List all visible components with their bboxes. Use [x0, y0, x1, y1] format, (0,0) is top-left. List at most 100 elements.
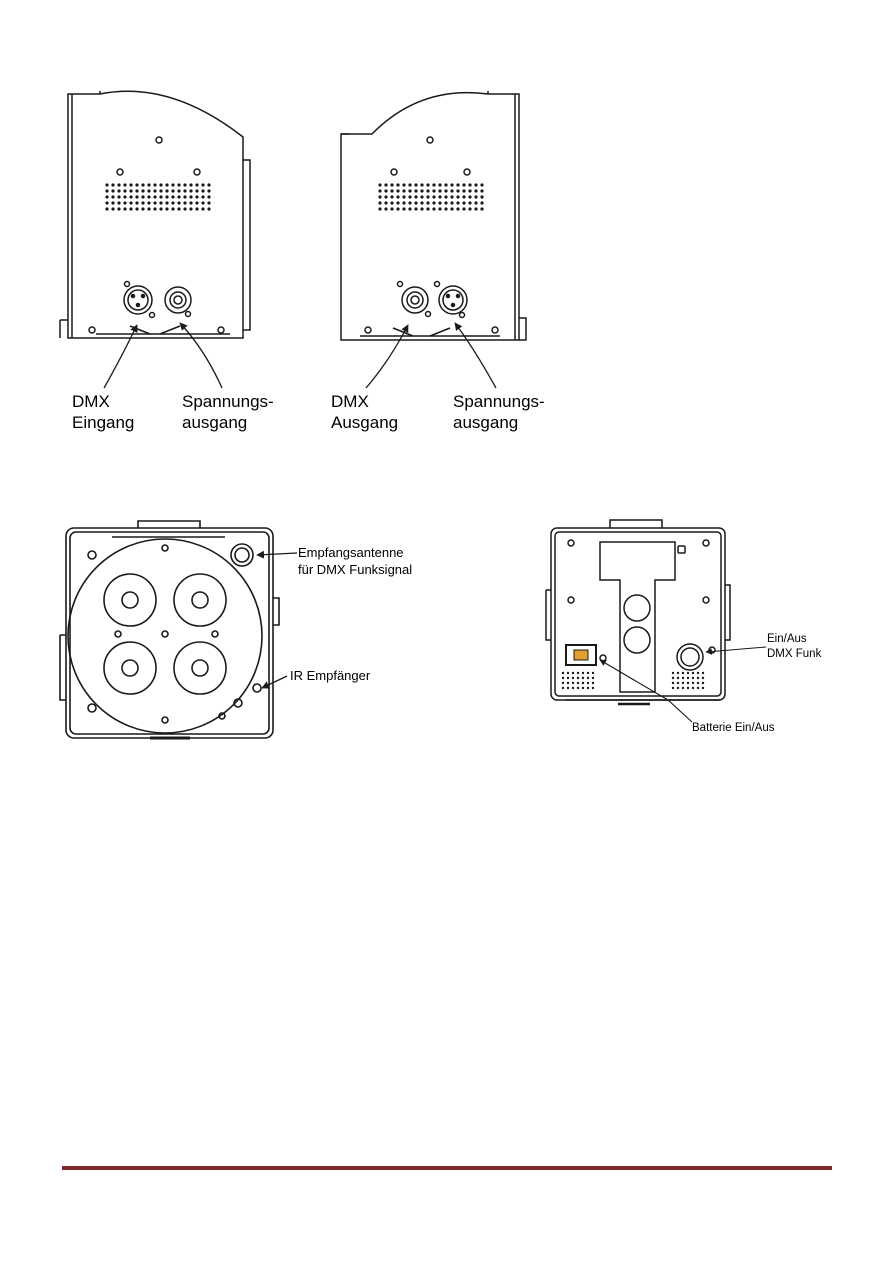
vent-hole: [159, 195, 163, 199]
vent-hole: [384, 207, 388, 211]
vent-hole: [462, 207, 466, 211]
vent-hole: [147, 201, 151, 205]
vent-hole: [129, 195, 133, 199]
vent-hole: [129, 207, 133, 211]
vent-hole: [408, 207, 412, 211]
vent-hole: [456, 189, 460, 193]
vent-hole: [468, 201, 472, 205]
vent-hole: [177, 195, 181, 199]
vent-hole: [147, 183, 151, 187]
vent-hole: [676, 681, 680, 685]
label-ir-receiver: IR Empfänger: [290, 668, 371, 683]
vent-hole: [123, 207, 127, 211]
vent-hole: [384, 183, 388, 187]
vent-hole: [153, 207, 157, 211]
vent-hole: [402, 195, 406, 199]
vent-hole: [117, 183, 121, 187]
vent-hole: [691, 676, 695, 680]
vent-hole: [408, 195, 412, 199]
vent-hole: [581, 671, 585, 675]
label-antenna-line2: für DMX Funksignal: [298, 562, 413, 577]
vent-hole: [474, 183, 478, 187]
vent-hole: [390, 183, 394, 187]
vent-hole: [177, 201, 181, 205]
vent-hole: [591, 671, 595, 675]
label-power-out-right-line2: ausgang: [453, 413, 519, 432]
vent-hole: [135, 195, 139, 199]
vent-hole: [571, 681, 575, 685]
vent-hole: [450, 207, 454, 211]
vent-hole: [571, 686, 575, 690]
vent-hole: [378, 195, 382, 199]
vent-hole: [396, 201, 400, 205]
footer-rule: [62, 1166, 832, 1170]
vent-hole: [183, 189, 187, 193]
vent-hole: [390, 201, 394, 205]
label-dmx-wireless-switch-line1: Ein/Aus: [767, 633, 807, 645]
vent-hole: [207, 207, 211, 211]
vent-hole: [474, 195, 478, 199]
label-dmx-in-line2: Eingang: [72, 413, 135, 432]
vent-hole: [183, 201, 187, 205]
vent-hole: [432, 189, 436, 193]
vent-hole: [390, 195, 394, 199]
vent-hole: [129, 183, 133, 187]
vent-hole: [207, 183, 211, 187]
vent-hole: [402, 189, 406, 193]
vent-hole: [195, 195, 199, 199]
label-dmx-in-line1: DMX: [72, 392, 110, 411]
vent-hole: [147, 195, 151, 199]
vent-hole: [207, 201, 211, 205]
vent-hole: [444, 189, 448, 193]
vent-hole: [159, 183, 163, 187]
vent-hole: [171, 195, 175, 199]
vent-hole: [591, 686, 595, 690]
side-view-left-drawing: [59, 90, 251, 339]
vent-hole: [165, 183, 169, 187]
vent-hole: [586, 681, 590, 685]
vent-hole: [462, 189, 466, 193]
vent-hole: [566, 681, 570, 685]
vent-hole: [576, 686, 580, 690]
side-view-left-vents: [105, 183, 211, 211]
vent-hole: [141, 207, 145, 211]
vent-hole: [189, 195, 193, 199]
vent-hole: [111, 207, 115, 211]
vent-hole: [111, 183, 115, 187]
vent-hole: [474, 207, 478, 211]
back-view-vents: [561, 671, 705, 690]
back-view-arrows: [599, 646, 767, 723]
vent-hole: [171, 201, 175, 205]
vent-hole: [171, 183, 175, 187]
vent-hole: [147, 189, 151, 193]
vent-hole: [456, 183, 460, 187]
vent-hole: [438, 183, 442, 187]
vent-hole: [561, 686, 565, 690]
vent-hole: [165, 189, 169, 193]
vent-hole: [456, 201, 460, 205]
label-dmx-out-line2: Ausgang: [331, 413, 399, 432]
vent-hole: [586, 676, 590, 680]
vent-hole: [586, 686, 590, 690]
vent-hole: [462, 183, 466, 187]
vent-hole: [676, 686, 680, 690]
vent-hole: [566, 686, 570, 690]
vent-hole: [171, 189, 175, 193]
vent-hole: [414, 183, 418, 187]
vent-hole: [571, 671, 575, 675]
vent-hole: [681, 676, 685, 680]
vent-hole: [147, 207, 151, 211]
vent-hole: [456, 207, 460, 211]
vent-hole: [378, 189, 382, 193]
vent-hole: [117, 207, 121, 211]
vent-hole: [681, 686, 685, 690]
vent-hole: [561, 681, 565, 685]
vent-hole: [207, 189, 211, 193]
vent-hole: [117, 201, 121, 205]
vent-hole: [480, 207, 484, 211]
vent-hole: [686, 671, 690, 675]
vent-hole: [591, 676, 595, 680]
vent-hole: [408, 183, 412, 187]
vent-hole: [123, 183, 127, 187]
